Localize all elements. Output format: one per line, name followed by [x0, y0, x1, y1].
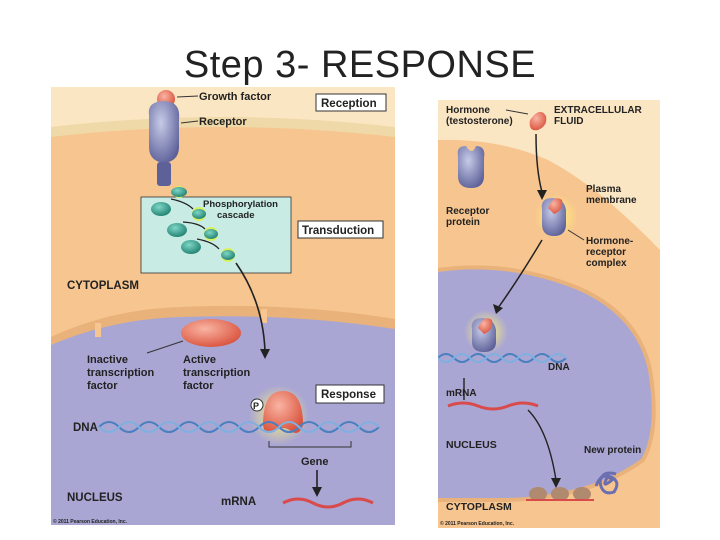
transduction-label: Transduction	[302, 225, 374, 237]
plasma-label-2: membrane	[586, 195, 637, 206]
phosphorylation-label-1: Phosphorylation	[203, 199, 278, 210]
kinase-cascade	[151, 186, 235, 262]
active-label-2: transcription	[183, 367, 251, 379]
inactive-label-1: Inactive	[87, 354, 128, 366]
nucleus-label: NUCLEUS	[67, 492, 123, 504]
nucleus-region	[51, 316, 395, 525]
nucleus-label: NUCLEUS	[446, 439, 497, 451]
complex-label-3: complex	[586, 258, 627, 269]
cascade-arrows	[170, 198, 220, 250]
mrna-label: mRNA	[221, 496, 256, 508]
ribosomes	[526, 487, 594, 501]
gene-label: Gene	[301, 456, 329, 468]
nuclear-envelope	[437, 265, 656, 502]
new-protein-label: New protein	[584, 445, 641, 456]
hormone-label-1: Hormone	[446, 105, 490, 116]
hormone-molecule	[529, 111, 547, 131]
extracellular-label-2: FLUID	[554, 116, 583, 127]
hormone-label-2: (testosterone)	[446, 116, 513, 127]
complex-label-1: Hormone-	[586, 236, 633, 247]
nuclear-pore	[95, 323, 101, 337]
cell-signaling-diagram: Growth factor Receptor Reception Phospho…	[51, 87, 395, 525]
copyright-right: © 2011 Pearson Education, Inc.	[440, 520, 515, 527]
signal-arrow	[235, 262, 266, 352]
phosphate-label: P	[253, 401, 259, 411]
growth-factor-label: Growth factor	[199, 91, 272, 103]
response-label: Response	[321, 389, 376, 401]
gene-bracket	[268, 441, 352, 448]
dna-helix	[98, 421, 380, 433]
plasma-label-1: Plasma	[586, 184, 621, 195]
receptor-tail	[157, 162, 171, 186]
dna-label: DNA	[73, 422, 98, 434]
inactive-label-3: factor	[87, 380, 118, 392]
copyright-left: © 2011 Pearson Education, Inc.	[53, 518, 128, 525]
complex-label-2: receptor	[586, 247, 626, 258]
extracellular-label-1: EXTRACELLULAR	[554, 105, 643, 116]
steroid-hormone-diagram: Hormone (testosterone) EXTRACELLULAR FLU…	[437, 100, 660, 529]
active-label-1: Active	[183, 354, 216, 366]
cytoplasm-label: CYTOPLASM	[67, 280, 139, 292]
dna-label: DNA	[548, 362, 570, 373]
receptor-label-2: protein	[446, 217, 480, 228]
mrna-label: mRNA	[446, 388, 477, 399]
slide-title: Step 3- RESPONSE	[183, 44, 537, 86]
inactive-label-2: transcription	[87, 367, 155, 379]
reception-label: Reception	[321, 98, 377, 110]
phosphorylation-label-2: cascade	[217, 210, 255, 221]
dna-helix	[437, 353, 567, 363]
receptor-label-1: Receptor	[446, 206, 489, 217]
receptor-label: Receptor	[199, 116, 247, 128]
mrna-strand	[282, 497, 374, 509]
cytoplasm-label: CYTOPLASM	[446, 501, 512, 513]
receptor-protein	[148, 101, 180, 163]
receptor-protein	[457, 146, 485, 188]
new-protein	[594, 471, 619, 495]
nuclear-pore	[261, 309, 267, 323]
phosphate-group	[250, 398, 264, 412]
mrna-strand	[447, 401, 539, 411]
active-label-3: factor	[183, 380, 214, 392]
inactive-transcription-factor	[181, 319, 241, 347]
